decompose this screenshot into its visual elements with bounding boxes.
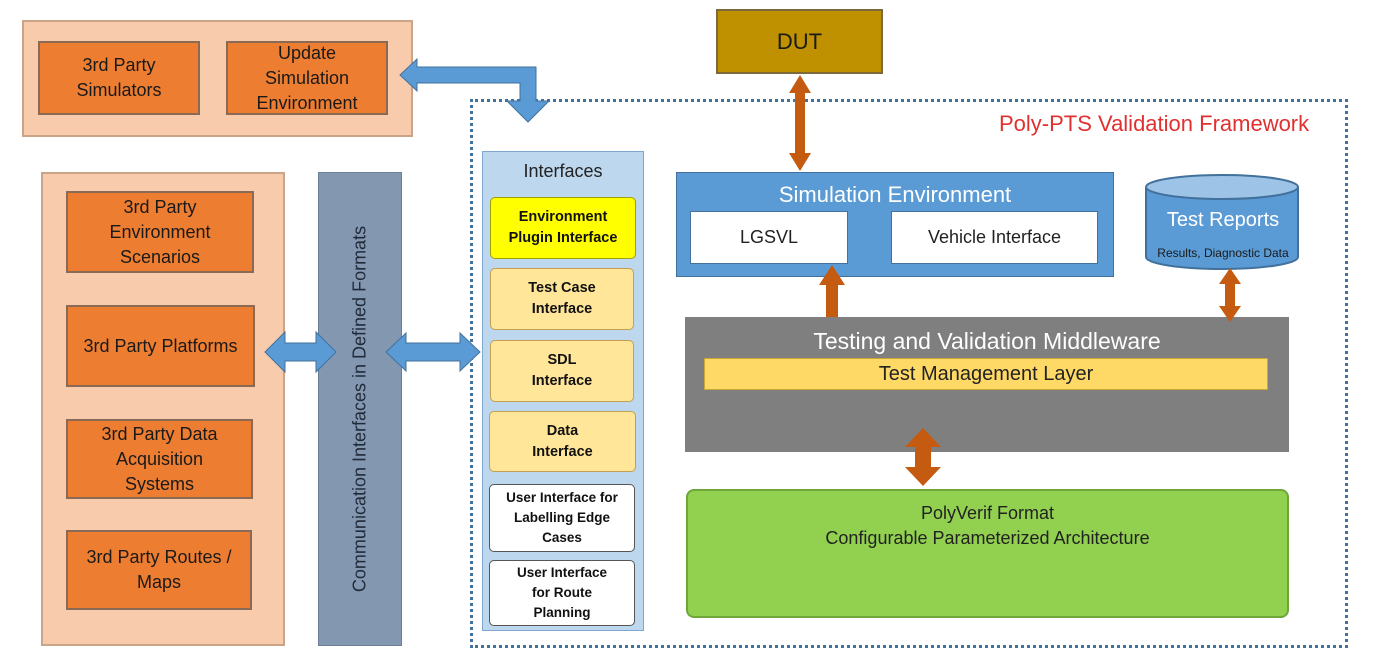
test-case-interface: Test Case Interface — [490, 268, 634, 330]
third-party-routes-maps-box: 3rd Party Routes / Maps — [66, 530, 252, 610]
third-party-platforms-box: 3rd Party Platforms — [66, 305, 255, 387]
vehicle-interface-box: Vehicle Interface — [891, 211, 1098, 264]
third-party-data-acquisition-box: 3rd Party Data Acquisition Systems — [66, 419, 253, 499]
route-planning-interface: User Interface for Route Planning — [489, 560, 635, 626]
left-group-to-comm-arrow — [264, 330, 337, 374]
test-reports-subtitle: Results, Diagnostic Data — [1157, 246, 1289, 260]
middleware-to-simulation-arrow — [819, 265, 845, 317]
test-management-layer: Test Management Layer — [704, 358, 1268, 390]
framework-title: Poly-PTS Validation Framework — [999, 111, 1310, 136]
test-reports-to-middleware-arrow — [1219, 268, 1241, 322]
simulation-environment-title: Simulation Environment — [778, 182, 1012, 207]
data-interface: Data Interface — [489, 411, 636, 472]
environment-plugin-interface: Environment Plugin Interface — [490, 197, 636, 259]
dut-box: DUT — [716, 9, 883, 74]
test-reports-cylinder — [1145, 174, 1299, 270]
sdl-interface: SDL Interface — [490, 340, 634, 402]
framework-boundary — [470, 99, 1348, 648]
labelling-edge-cases-interface: User Interface for Labelling Edge Cases — [489, 484, 635, 552]
polyverif-format-text: PolyVerif Format Configurable Parameteri… — [825, 503, 1150, 548]
communication-interfaces-bar: Communication Interfaces in Defined Form… — [318, 172, 402, 646]
test-reports-title: Test Reports — [1166, 208, 1280, 231]
lgsvl-box: LGSVL — [690, 211, 848, 264]
update-simulation-to-interfaces-arrow — [399, 57, 551, 123]
middleware-to-polyverif-arrow — [905, 428, 941, 486]
dut-to-simulation-arrow — [789, 75, 811, 171]
comm-to-interfaces-arrow — [385, 331, 481, 373]
interfaces-title: Interfaces — [523, 160, 603, 181]
update-simulation-environment-box: Update Simulation Environment — [226, 41, 388, 115]
polyverif-format-box: PolyVerif Format Configurable Parameteri… — [686, 489, 1289, 618]
third-party-environment-scenarios-box: 3rd Party Environment Scenarios — [66, 191, 254, 273]
middleware-title: Testing and Validation Middleware — [813, 327, 1161, 354]
third-party-simulators-box: 3rd Party Simulators — [38, 41, 200, 115]
